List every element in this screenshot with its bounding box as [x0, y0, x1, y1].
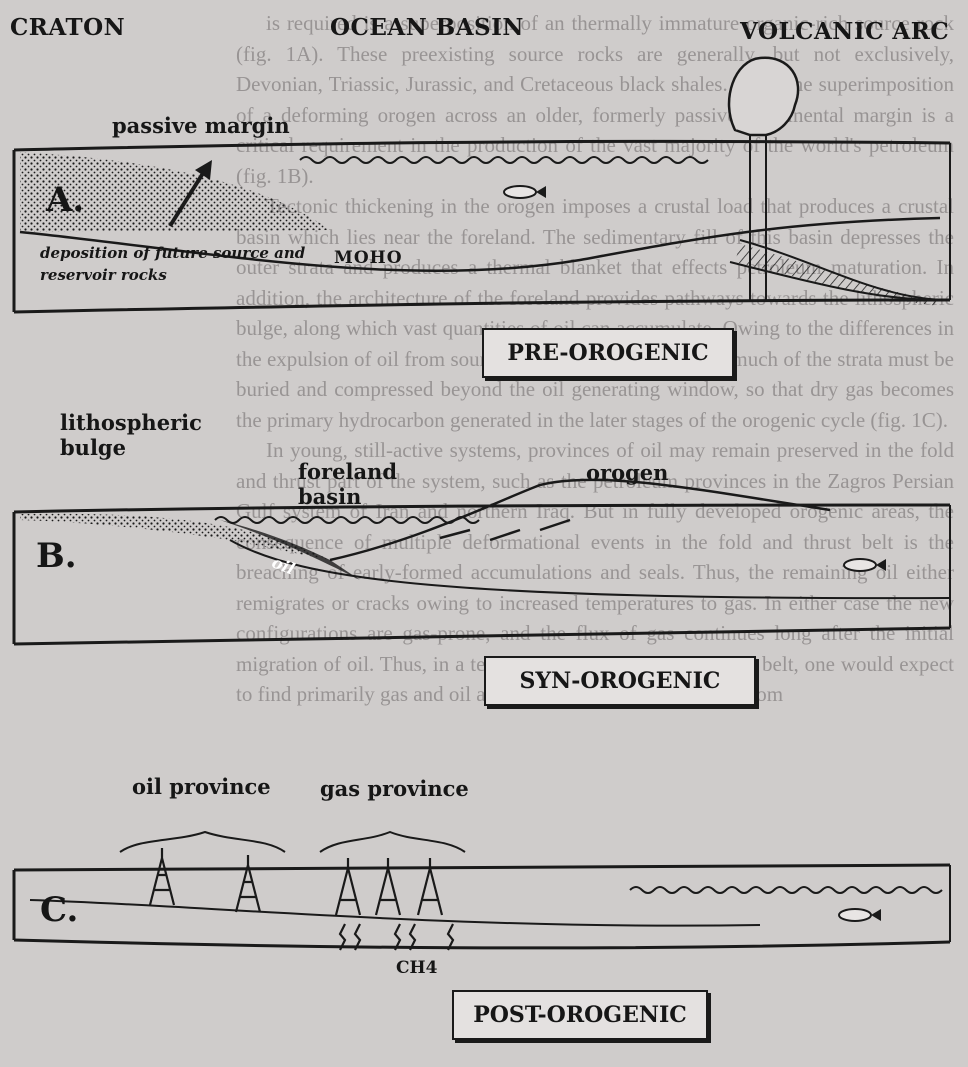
sea-surface-waves	[215, 517, 479, 523]
sea-surface-waves	[630, 887, 942, 893]
stage-label: SYN-OROGENIC	[520, 668, 721, 694]
thrust-arrows	[440, 520, 570, 540]
deposition-label: deposition of future source and reservoi…	[40, 242, 330, 286]
volcanic-arc-label: VOLCANIC ARC	[740, 18, 949, 45]
lithospheric-bulge-label: lithospheric bulge	[60, 410, 190, 460]
panel-b-section	[14, 480, 950, 644]
fish-icon	[504, 186, 546, 198]
stage-label: POST-OROGENIC	[473, 1002, 687, 1028]
fish-icon	[839, 909, 881, 921]
syn-orogenic-stage-box: SYN-OROGENIC	[484, 656, 756, 706]
passive-margin-label: passive margin	[112, 113, 290, 138]
volcano-conduit	[750, 135, 766, 300]
foreland-basin-label: foreland basin	[298, 459, 408, 509]
panel-b-letter: B.	[36, 536, 77, 576]
methane-label: CH4	[396, 958, 437, 978]
orogen-label: orogen	[586, 460, 668, 485]
volcanic-plume	[729, 58, 798, 135]
fish-icon	[844, 559, 886, 571]
craton-label: CRATON	[10, 14, 125, 41]
oil-derrick-icon	[236, 855, 260, 912]
sea-surface-waves	[300, 157, 708, 163]
panel-c-letter: C.	[40, 890, 78, 930]
pre-orogenic-stage-box: PRE-OROGENIC	[482, 328, 734, 378]
gas-province-label: gas province	[320, 776, 469, 801]
post-orogenic-stage-box: POST-OROGENIC	[452, 990, 708, 1040]
panel-a-letter: A.	[46, 180, 84, 220]
stage-label: PRE-OROGENIC	[507, 340, 708, 366]
oil-derrick-icon	[150, 848, 174, 905]
oil-province-label: oil province	[132, 774, 271, 799]
moho-label: MOHO	[334, 248, 403, 268]
gas-migration-arrows	[340, 924, 453, 950]
ocean-basin-label: OCEAN BASIN	[330, 14, 524, 41]
